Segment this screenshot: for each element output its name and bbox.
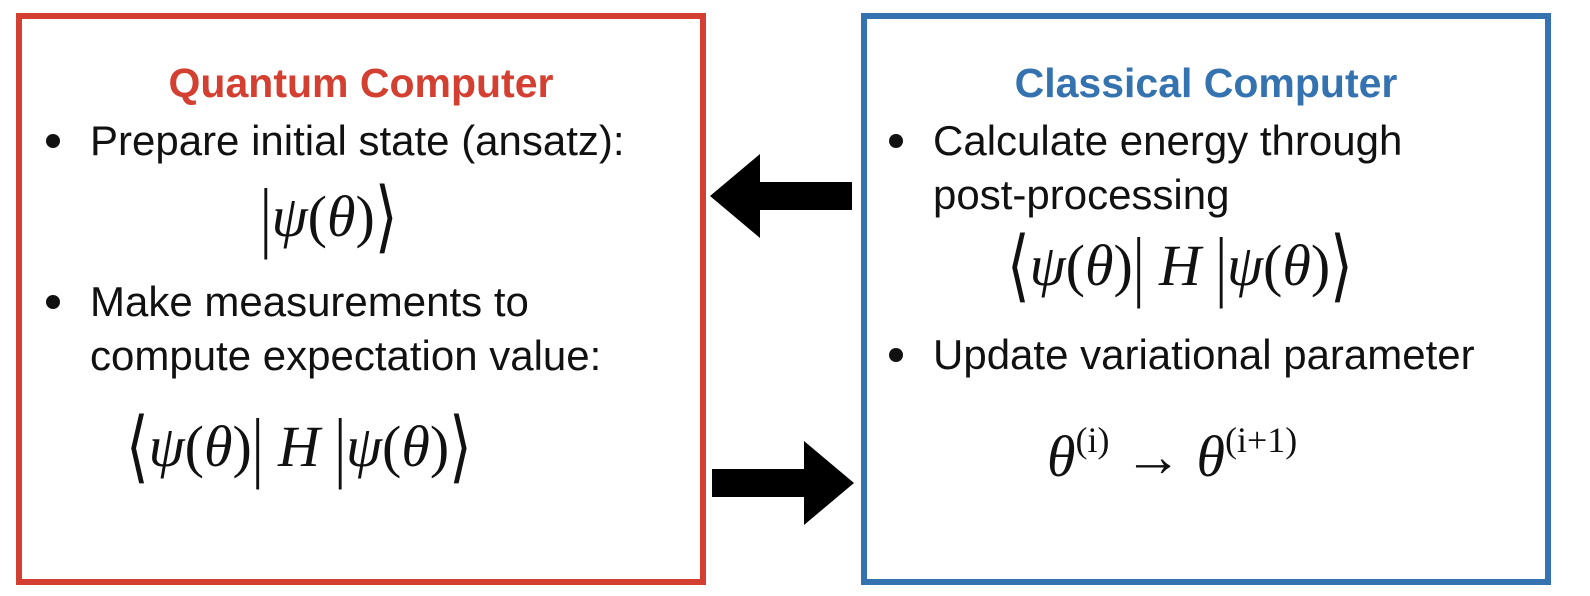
ket-psi-theta-formula: |ψ(θ)⟩: [260, 172, 398, 261]
arrow-left-icon: [710, 154, 852, 238]
bullet-icon: [889, 134, 903, 148]
bullet-text: Prepare initial state (ansatz):: [90, 117, 625, 164]
bullet-icon: [889, 348, 903, 362]
arrow-right-icon: [712, 441, 854, 525]
bullet-text-line1: Calculate energy through: [933, 117, 1403, 164]
classical-computer-title: Classical Computer: [1014, 60, 1398, 106]
bullet-icon: [46, 295, 60, 309]
quantum-computer-box: Quantum Computer Prepare initial state (…: [16, 13, 706, 585]
parameter-update-formula: θ(i) → θ(i+1): [1047, 420, 1298, 489]
quantum-computer-title: Quantum Computer: [168, 60, 554, 106]
energy-expectation-formula: ⟨ψ(θ)| H |ψ(θ)⟩: [1007, 221, 1353, 310]
classical-bullet-update-parameter: Update variational parameter: [889, 328, 1475, 382]
bullet-text-line1: Make measurements to: [90, 278, 529, 325]
bullet-text: Update variational parameter: [933, 331, 1475, 378]
quantum-bullet-prepare-state: Prepare initial state (ansatz):: [46, 114, 625, 168]
classical-computer-box: Classical Computer Calculate energy thro…: [861, 13, 1551, 585]
classical-bullet-calculate-energy: Calculate energy through post-processing: [889, 114, 1403, 222]
quantum-bullet-measurements: Make measurements to compute expectation…: [46, 275, 602, 383]
expectation-value-formula: ⟨ψ(θ)| H |ψ(θ)⟩: [126, 402, 472, 491]
bullet-text-line2: compute expectation value:: [90, 332, 602, 379]
bullet-icon: [46, 134, 60, 148]
bullet-text-line2: post-processing: [933, 171, 1230, 218]
